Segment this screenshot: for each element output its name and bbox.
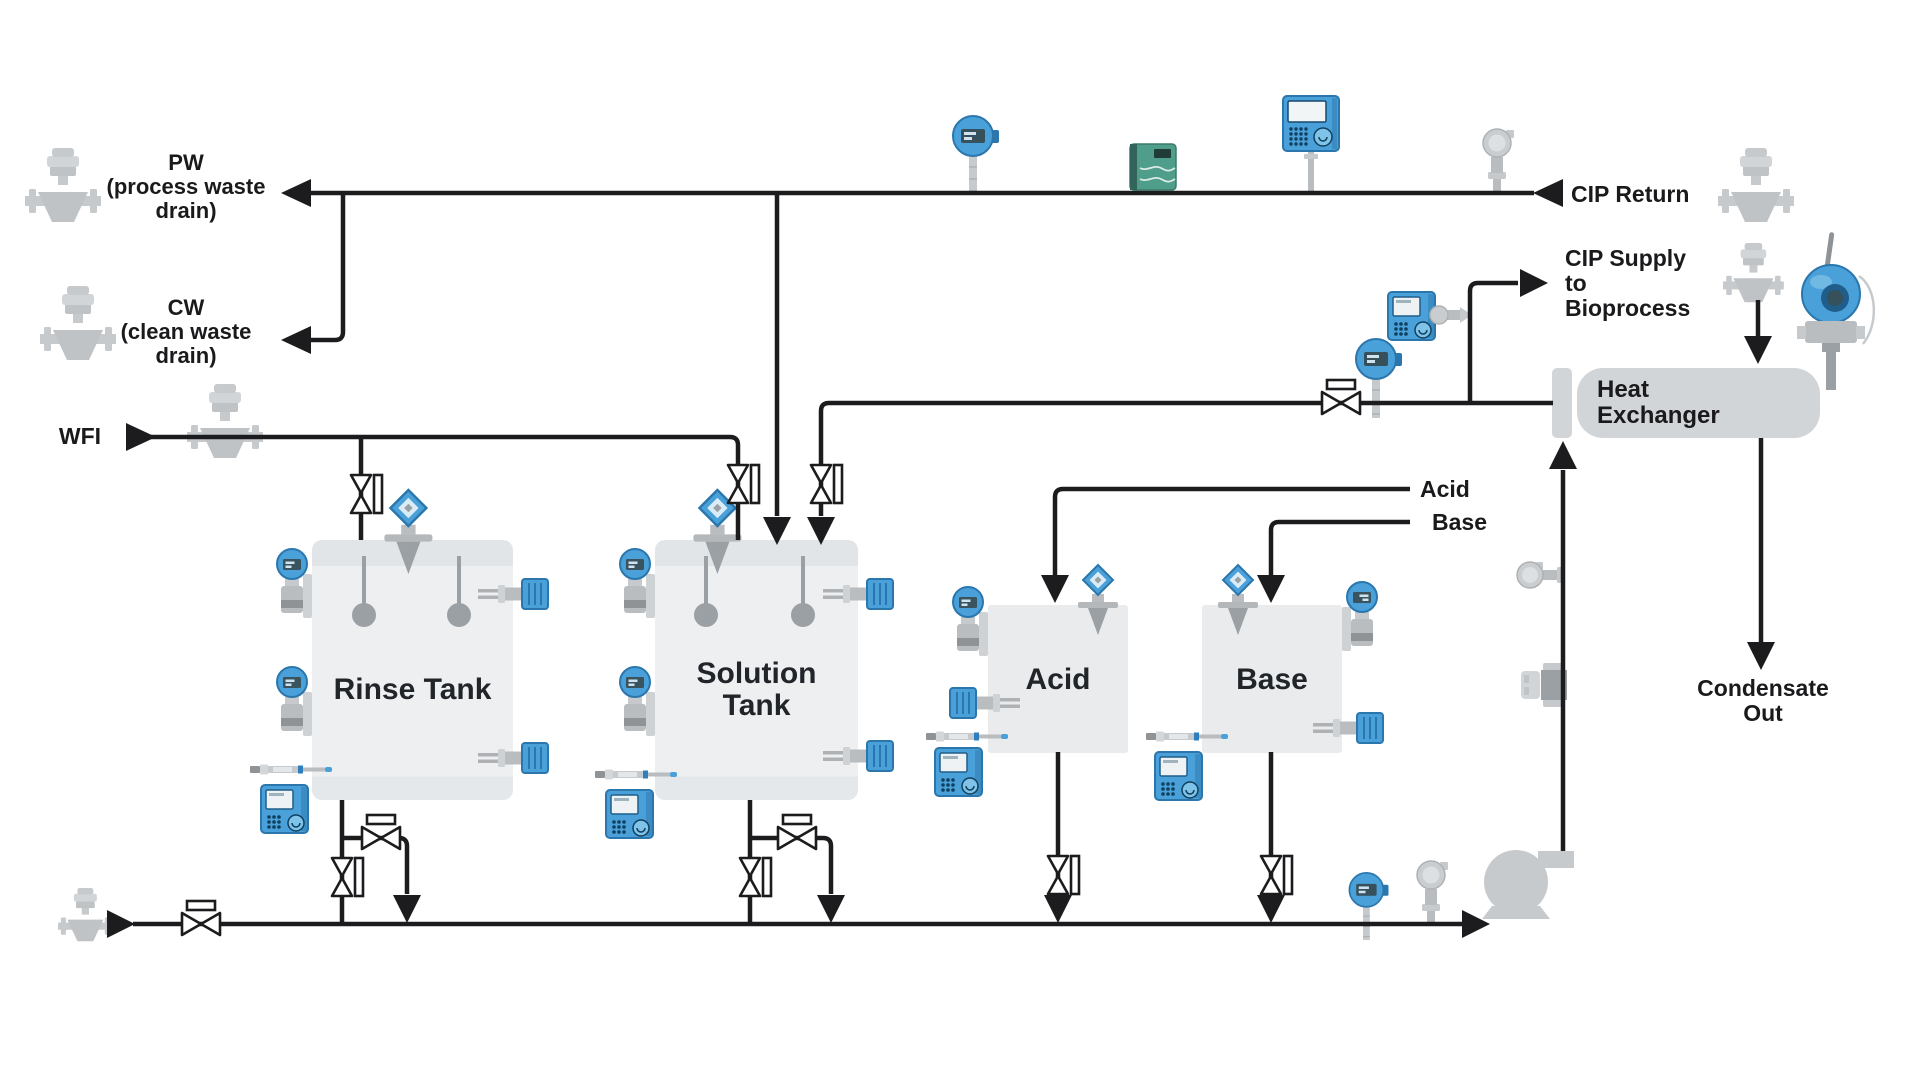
base-feed-arrow-icon	[1257, 575, 1285, 603]
pump-inlet-pressure-sensor-icon	[1416, 860, 1449, 927]
solution-drain-valve-icon	[738, 856, 773, 898]
flow-arrows	[107, 179, 1775, 938]
cip-return-temperature-sensor-icon	[952, 115, 1000, 196]
solution-outlet-arrow-icon	[817, 895, 845, 923]
base-tank-transmitter-controller-icon	[1154, 751, 1203, 801]
pump-inlet-temperature-sensor-icon	[1348, 871, 1390, 941]
base-outlet-arrow-icon	[1257, 895, 1285, 923]
solution-tank-transmitter-controller-icon	[605, 789, 654, 839]
wfi-flow-arrow-icon	[126, 423, 156, 451]
heat-exchanger-label: Heat Exchanger	[1597, 376, 1720, 429]
rinse-inlet-valve-icon	[349, 473, 384, 515]
wfi-pipe	[143, 434, 741, 540]
base-tank-vessel	[1202, 605, 1342, 753]
cip-supply-temperature-sensor-icon	[1355, 338, 1403, 419]
acid-drain-valve-icon	[1046, 854, 1081, 896]
instruments	[25, 95, 1876, 942]
riser-pressure-sensor-icon	[1516, 561, 1564, 589]
drain-header-coriolis-flowmeter-icon	[58, 888, 113, 942]
drain-header-valve-icon	[180, 899, 222, 937]
rinse-outlet-valve-icon	[360, 813, 402, 851]
base-drain-valve-icon	[1259, 854, 1294, 896]
acid-feed-pipe	[1052, 486, 1410, 575]
rinse-tank-transmitter-controller-icon	[260, 784, 309, 834]
flow-switch-icon	[1129, 143, 1177, 191]
solution-tank-pressure-transmitter-icon	[619, 548, 656, 619]
wfi-label: WFI	[58, 423, 102, 449]
rinse-drain-valve-icon	[330, 856, 365, 898]
heat-exchanger-inlet-arrow-icon	[1744, 336, 1772, 364]
wireless-level-sensor-icon	[1795, 230, 1876, 392]
acid-tank-label: Acid	[1025, 663, 1091, 696]
pump-icon	[1482, 850, 1574, 919]
rinse-tank-label: Rinse Tank	[333, 673, 492, 706]
base-tank-label: Base	[1236, 663, 1308, 696]
drain-header-flow-arrow-icon	[107, 910, 135, 938]
solution-wfi-inlet-valve-icon	[726, 463, 761, 505]
pw-coriolis-flowmeter-icon	[25, 148, 101, 222]
cw-flow-arrow-icon	[281, 326, 311, 354]
vessels	[312, 368, 1820, 800]
condensate-out-label: Condensate Out	[1697, 675, 1829, 726]
rinse-outlet-arrow-icon	[393, 895, 421, 923]
bioprocess-branch-sensor-icon	[1429, 305, 1473, 325]
solution-feed-arrow-icon	[763, 517, 791, 545]
pump-inlet-flow-arrow-icon	[1462, 910, 1490, 938]
pw-flow-arrow-icon	[281, 179, 311, 207]
cw-label: CW (clean waste drain)	[120, 295, 252, 368]
wfi-coriolis-flowmeter-icon	[187, 384, 263, 458]
riser-electromagnetic-flowmeter-icon	[1521, 663, 1567, 707]
cip-into-solution-arrow-icon	[807, 517, 835, 545]
heat-exchanger-cap	[1552, 368, 1572, 438]
cip-supply-pipe	[818, 400, 1553, 516]
acid-tank-pressure-transmitter-icon	[952, 586, 989, 657]
solution-tank-pressure-transmitter-icon	[619, 666, 656, 737]
data-recorder-icon	[1282, 95, 1340, 194]
solution-tank-label: Solution Tank	[696, 657, 817, 722]
bioprocess-arrow-icon	[1520, 269, 1548, 297]
base-feed-label: Base	[1432, 509, 1487, 535]
rinse-tank-pressure-transmitter-icon	[276, 548, 313, 619]
cip-supply-transmitter-controller-icon	[1387, 291, 1436, 341]
cip-return-pressure-sensor-icon	[1482, 128, 1515, 195]
acid-outlet-arrow-icon	[1044, 895, 1072, 923]
rinse-tank-pressure-transmitter-icon	[276, 666, 313, 737]
cip-supply-coriolis-flowmeter-icon	[1723, 243, 1784, 303]
acid-feed-label: Acid	[1420, 476, 1470, 502]
cw-branch-pipe	[303, 193, 346, 343]
solution-cip-inlet-valve-icon	[809, 463, 844, 505]
condensate-arrow-icon	[1747, 642, 1775, 670]
pw-label: PW (process waste drain)	[106, 150, 266, 223]
cip-return-label: CIP Return	[1571, 181, 1690, 207]
acid-tank-transmitter-controller-icon	[934, 747, 983, 797]
heat-exchanger-body	[1577, 368, 1820, 438]
acid-feed-arrow-icon	[1041, 575, 1069, 603]
base-feed-pipe	[1268, 519, 1410, 575]
cip-supply-valve-icon	[1320, 378, 1362, 416]
solution-bypass-pipe	[750, 835, 834, 894]
heat-exchanger-riser-arrow-icon	[1549, 441, 1577, 469]
cip-supply-label: CIP Supply to Bioprocess	[1565, 245, 1691, 321]
base-tank-pressure-transmitter-icon	[1341, 581, 1378, 652]
pipes	[133, 190, 1764, 927]
cip-return-coriolis-flowmeter-icon	[1718, 148, 1794, 222]
solution-outlet-valve-icon	[776, 813, 818, 851]
bioprocess-branch-pipe	[1467, 280, 1518, 403]
cip-return-flow-arrow-icon	[1533, 179, 1563, 207]
acid-tank-vessel	[988, 605, 1128, 753]
